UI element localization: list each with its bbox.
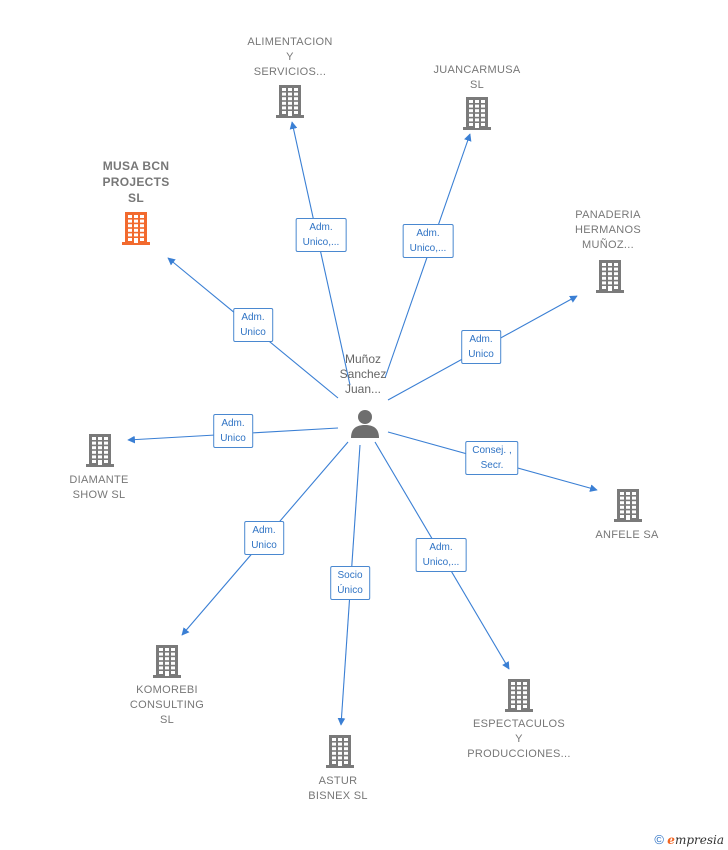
company-panaderia-building-icon[interactable] <box>595 259 625 293</box>
company-astur-building-icon[interactable] <box>325 734 355 768</box>
relation-label-musa[interactable]: Adm.Unico <box>233 308 273 342</box>
relation-label-diamante[interactable]: Adm.Unico <box>213 414 253 448</box>
footer-credit: © empresia <box>654 832 724 847</box>
company-komorebi-building-icon[interactable] <box>152 644 182 678</box>
company-juancarmusa-building-icon[interactable] <box>462 96 492 130</box>
person-label[interactable]: Muñoz Sanchez Juan... <box>339 352 387 396</box>
company-anfele-label[interactable]: ANFELE SA <box>595 529 659 541</box>
empresia-logo[interactable]: empresia <box>667 833 724 847</box>
person-icon[interactable] <box>349 407 381 439</box>
company-alimentacion-building-icon[interactable] <box>275 84 305 118</box>
company-musa-building-icon[interactable] <box>121 211 151 245</box>
company-espectaculos-building-icon[interactable] <box>504 678 534 712</box>
company-anfele-building-icon[interactable] <box>613 488 643 522</box>
company-diamante-building-icon[interactable] <box>85 433 115 467</box>
relation-label-juancarmusa[interactable]: Adm.Unico,... <box>402 224 454 258</box>
copyright-icon: © <box>654 832 664 847</box>
relation-label-panaderia[interactable]: Adm.Unico <box>461 330 501 364</box>
relation-label-alimentacion[interactable]: Adm.Unico,... <box>295 218 347 252</box>
relation-label-espectaculos[interactable]: Adm.Unico,... <box>415 538 467 572</box>
edge-alimentacion <box>289 121 351 386</box>
relation-label-komorebi[interactable]: Adm.Unico <box>244 521 284 555</box>
relation-label-anfele[interactable]: Consej. ,Secr. <box>465 441 519 475</box>
